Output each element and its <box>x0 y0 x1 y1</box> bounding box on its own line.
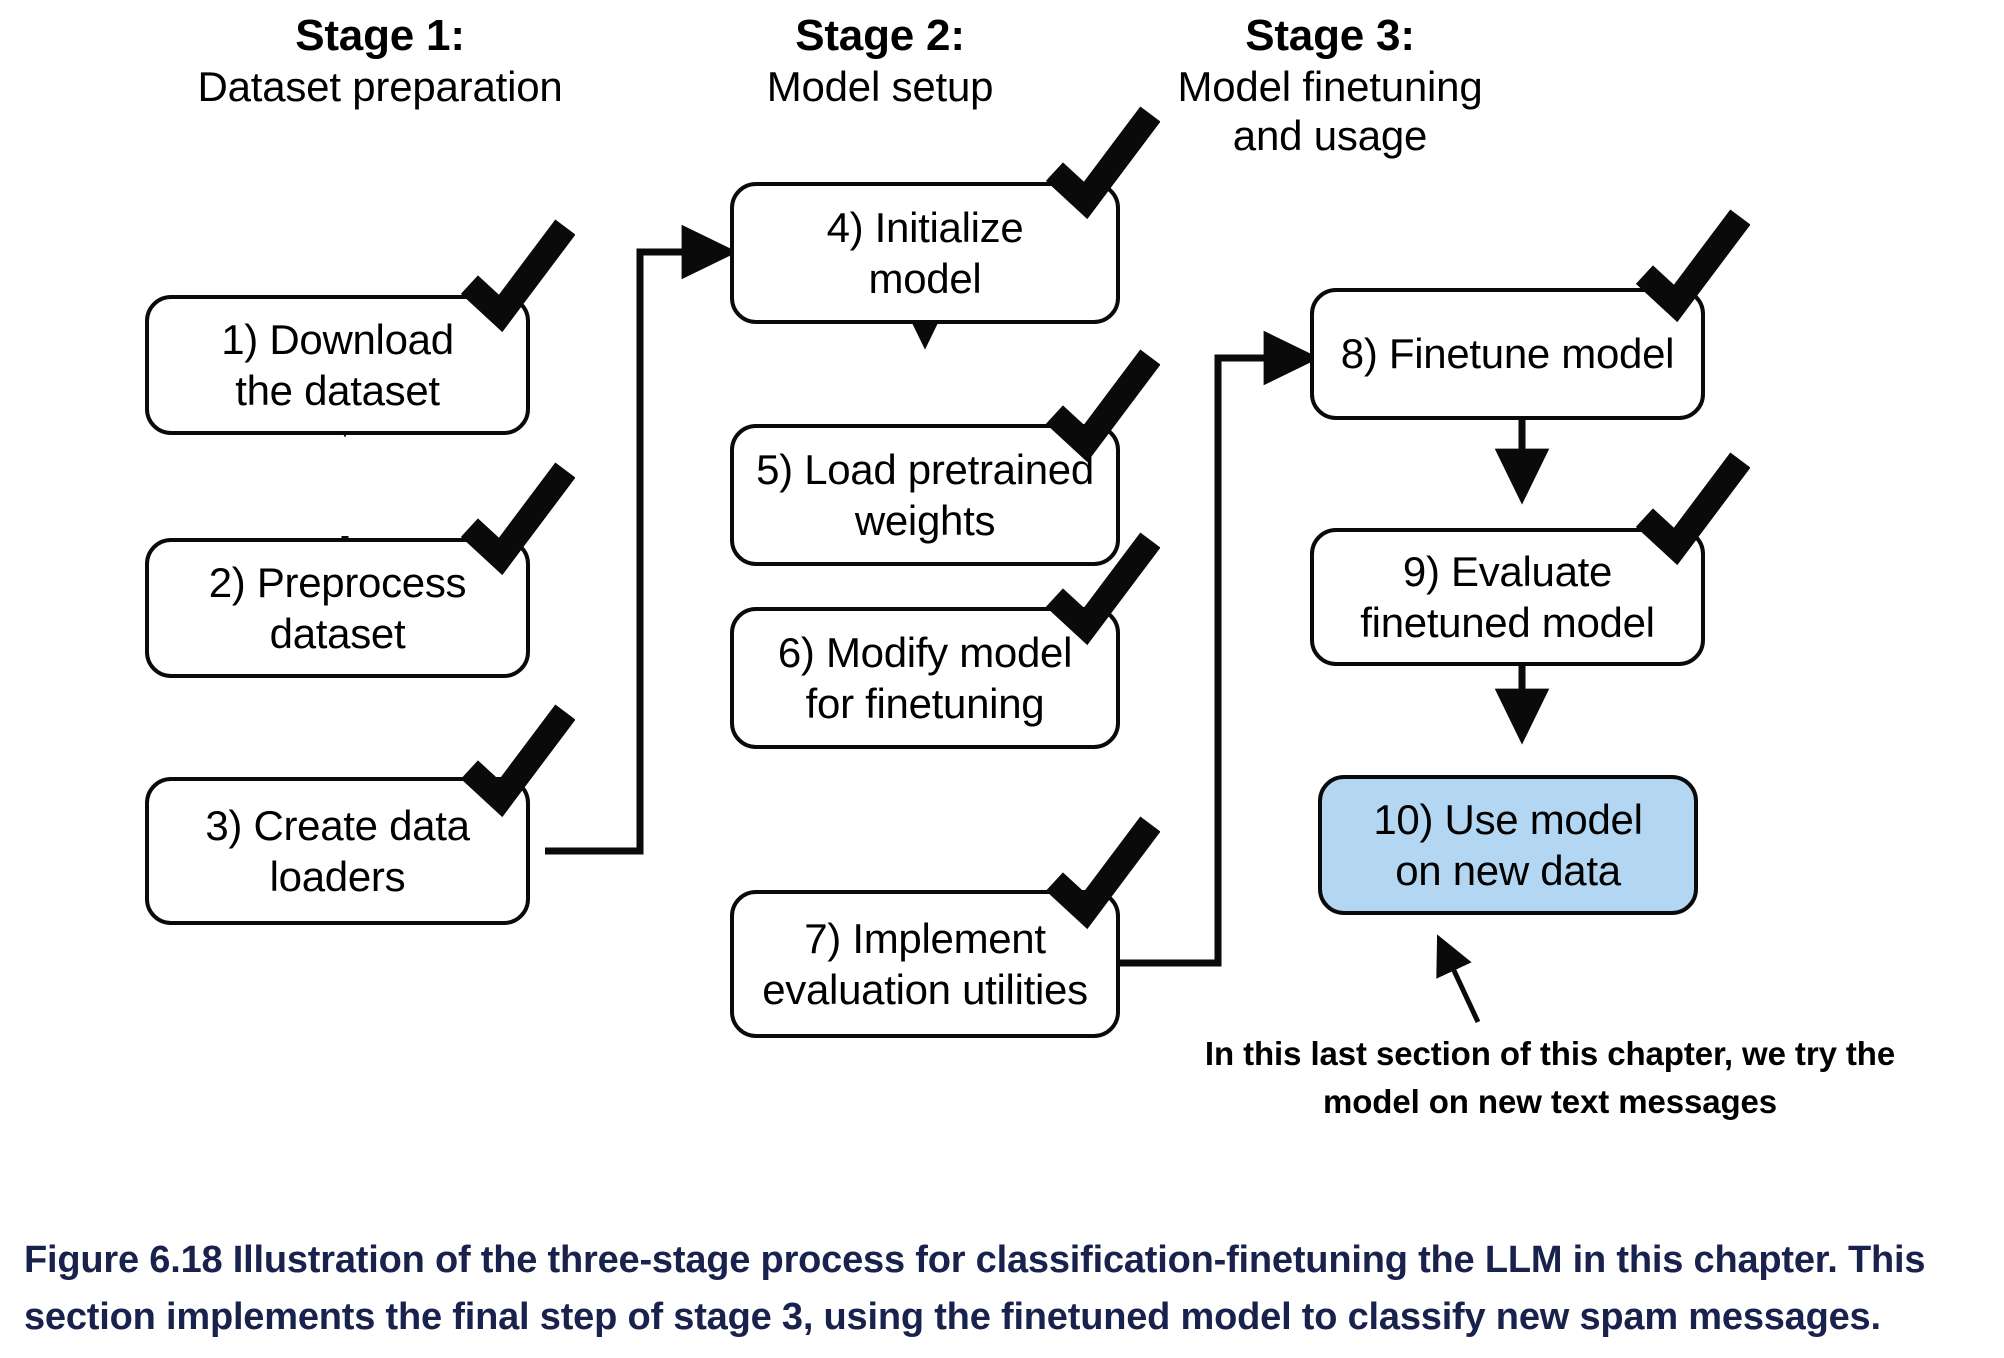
stage-1-header: Stage 1: Dataset preparation <box>60 10 700 111</box>
annotation-note: In this last section of this chapter, we… <box>1180 1030 1920 1126</box>
stage-2-subtitle: Model setup <box>766 62 994 110</box>
node-1-line1: 1) Download <box>221 315 454 363</box>
node-5-line1: 5) Load pretrained <box>756 445 1094 493</box>
node-implement-evaluation-utilities[interactable]: 7) Implement evaluation utilities <box>730 890 1120 1038</box>
annotation-pointer-arrow <box>1436 934 1481 1024</box>
node-1-line2: the dataset <box>235 367 440 414</box>
node-6-line1: 6) Modify model <box>777 628 1073 676</box>
node-9-line1: 9) Evaluate <box>1402 547 1613 595</box>
node-load-pretrained-weights[interactable]: 5) Load pretrained weights <box>730 424 1120 566</box>
node-download-dataset[interactable]: 1) Download the dataset <box>145 295 530 435</box>
arrow-3-to-4 <box>545 224 738 855</box>
node-10-line2: on new data <box>1395 847 1621 894</box>
arrow-7-to-8 <box>1118 330 1320 967</box>
node-2-line1: 2) Preprocess <box>208 558 467 606</box>
node-initialize-model[interactable]: 4) Initialize model <box>730 182 1120 324</box>
node-7-line1: 7) Implement <box>804 914 1046 962</box>
node-7-line2: evaluation utilities <box>762 966 1088 1013</box>
node-10-line1: 10) Use model <box>1373 795 1643 843</box>
node-8-line1: 8) Finetune model <box>1340 330 1675 378</box>
node-create-data-loaders[interactable]: 3) Create data loaders <box>145 777 530 925</box>
stage-1-subtitle: Dataset preparation <box>197 62 563 110</box>
node-4-line2: model <box>868 255 982 302</box>
node-5-line2: weights <box>854 497 996 544</box>
flowchart-diagram: Stage 1: Dataset preparation Stage 2: Mo… <box>60 10 1920 1126</box>
node-4-line1: 4) Initialize <box>826 203 1024 251</box>
node-preprocess-dataset[interactable]: 2) Preprocess dataset <box>145 538 530 678</box>
annotation-line1: In this last section of this chapter, we… <box>1204 1035 1896 1072</box>
node-finetune-model[interactable]: 8) Finetune model <box>1310 288 1705 420</box>
node-6-line2: for finetuning <box>805 680 1045 727</box>
node-evaluate-finetuned-model[interactable]: 9) Evaluate finetuned model <box>1310 528 1705 666</box>
stage-3-number: Stage 3: <box>1245 11 1415 60</box>
figure-caption: Figure 6.18 Illustration of the three-st… <box>24 1239 1926 1338</box>
node-3-line1: 3) Create data <box>205 801 470 849</box>
stage-1-number: Stage 1: <box>295 11 465 60</box>
node-2-line2: dataset <box>269 610 406 657</box>
node-use-model-on-new-data[interactable]: 10) Use model on new data <box>1318 775 1698 915</box>
stage-2-header: Stage 2: Model setup <box>560 10 1200 111</box>
node-modify-model-for-finetuning[interactable]: 6) Modify model for finetuning <box>730 607 1120 749</box>
annotation-line2: model on new text messages <box>1322 1082 1778 1120</box>
node-9-line2: finetuned model <box>1360 599 1655 646</box>
node-3-line2: loaders <box>269 853 406 900</box>
stage-2-number: Stage 2: <box>795 11 965 60</box>
